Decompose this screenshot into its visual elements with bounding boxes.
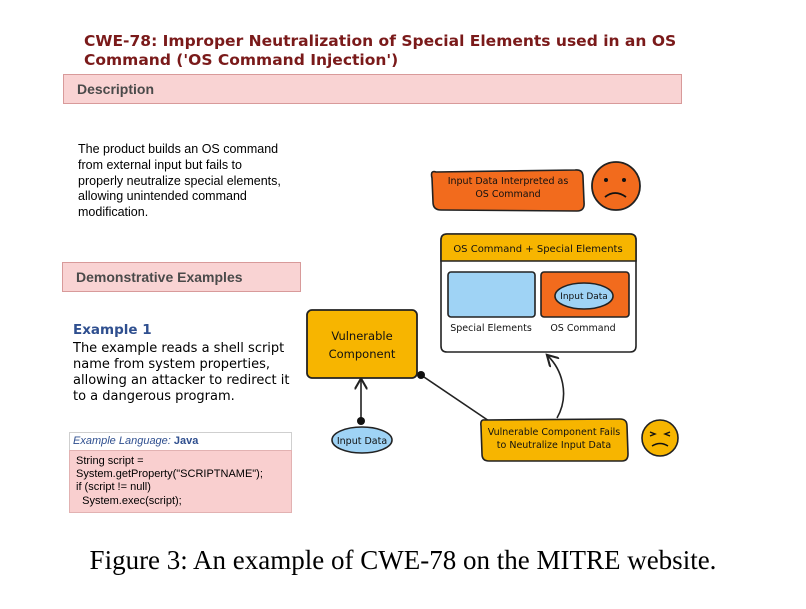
example-line: to a dangerous program. (73, 389, 235, 404)
description-header: Description (63, 74, 682, 104)
vulnerable-component-box (306, 309, 418, 379)
connector-dot (417, 371, 425, 379)
description-line: The product builds an OS command (78, 142, 279, 156)
example-title: Example 1 (73, 322, 152, 338)
arrow-fails-to-os-box (548, 356, 565, 419)
cwe-title: CWE-78: Improper Neutralization of Speci… (84, 32, 684, 70)
vulnerable-text-1: Vulnerable (331, 329, 392, 343)
input-data-label: Input Data (337, 436, 387, 447)
fails-bubble (480, 418, 629, 462)
examples-header: Demonstrative Examples (62, 262, 301, 292)
description-line: properly neutralize special elements, (78, 173, 281, 188)
interpreted-bubble (430, 169, 585, 212)
fails-text-2: to Neutralize Input Data (497, 440, 611, 451)
code-line: System.getProperty("SCRIPTNAME"); (76, 468, 263, 481)
description-line: allowing unintended command (78, 189, 247, 204)
special-elements-box (447, 271, 536, 318)
example-language-value: Java (173, 435, 199, 447)
code-line: if (script != null) (76, 481, 151, 494)
os-command-box-title: OS Command + Special Elements (453, 244, 622, 255)
inner-input-data-label: Input Data (560, 292, 608, 302)
example-language-bar: Example Language: Java (69, 432, 292, 450)
fails-text-1: Vulnerable Component Fails (488, 427, 621, 438)
code-block: String script = System.getProperty("SCRI… (69, 450, 292, 513)
cwe-title-line-2: Command ('OS Command Injection') (84, 51, 399, 69)
input-data-bubble (331, 426, 393, 454)
os-command-box-header (440, 233, 637, 262)
special-elements-label: Special Elements (450, 323, 532, 334)
example-line: name from system properties, (73, 357, 270, 372)
os-command-label: OS Command (550, 323, 615, 334)
figure-caption: Figure 3: An example of CWE-78 on the MI… (89, 545, 717, 575)
example-text: The example reads a shell script name fr… (73, 341, 308, 405)
cwe-title-line-1: CWE-78: Improper Neutralization of Speci… (84, 32, 677, 50)
description-line: from external input but fails to (78, 157, 242, 172)
code-line: System.exec(script); (76, 494, 182, 507)
worried-face-icon (641, 419, 679, 457)
connector-vulnerable-to-fails (420, 374, 493, 424)
description-line: modification. (78, 205, 149, 220)
interpreted-text-1: Input Data Interpreted as (448, 176, 569, 187)
vulnerable-text-2: Component (329, 347, 396, 361)
inner-input-data-bubble (554, 282, 614, 310)
example-line: The example reads a shell script (73, 341, 285, 356)
examples-heading: Demonstrative Examples (76, 269, 243, 285)
code-line: String script = (76, 455, 144, 467)
connector-dot (357, 417, 365, 425)
cwe-diagram: Input Data Interpreted as OS Command OS … (306, 161, 679, 462)
description-heading: Description (77, 81, 155, 97)
sad-face-icon (591, 161, 641, 211)
example-language-label: Example Language: (73, 435, 171, 447)
example-line: allowing an attacker to redirect it (73, 373, 290, 388)
description-text: The product builds an OS command from ex… (78, 142, 303, 221)
interpreted-text-2: OS Command (475, 189, 540, 200)
